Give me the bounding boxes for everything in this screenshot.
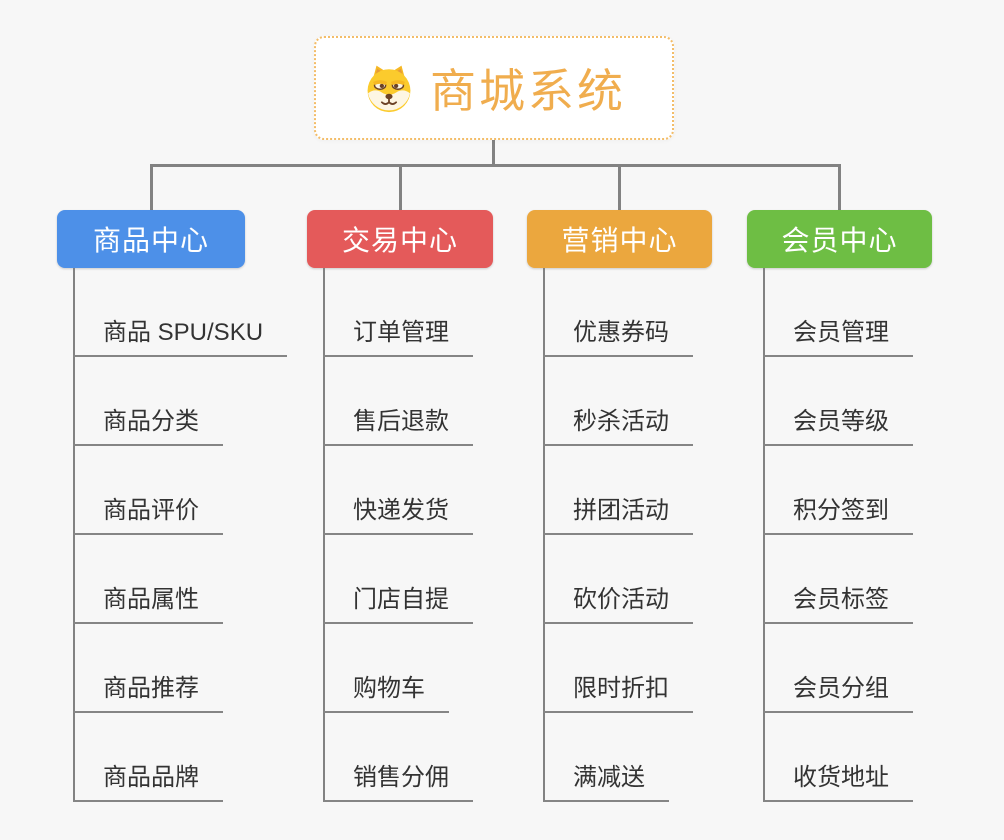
leaf-node[interactable]: 限时折扣 <box>543 674 693 713</box>
leaf-node[interactable]: 商品分类 <box>73 407 223 446</box>
leaf-node[interactable]: 会员等级 <box>763 407 913 446</box>
leaf-node[interactable]: 会员管理 <box>763 318 913 357</box>
leaf-node[interactable]: 快递发货 <box>323 496 473 535</box>
branch-node-trade-center[interactable]: 交易中心 <box>307 210 493 268</box>
leaf-node[interactable]: 拼团活动 <box>543 496 693 535</box>
leaf-node[interactable]: 会员标签 <box>763 585 913 624</box>
root-node[interactable]: 商城系统 <box>314 36 674 140</box>
connector-trunk-trade-center <box>323 268 325 802</box>
leaf-node[interactable]: 砍价活动 <box>543 585 693 624</box>
leaf-node[interactable]: 秒杀活动 <box>543 407 693 446</box>
connector-drop-marketing-center <box>617 164 621 212</box>
leaf-node[interactable]: 优惠券码 <box>543 318 693 357</box>
connector-drop-product-center <box>149 164 153 212</box>
branch-label: 商品中心 <box>92 225 209 256</box>
leaf-node[interactable]: 购物车 <box>323 674 449 713</box>
branch-label: 营销中心 <box>561 225 678 256</box>
leaf-node[interactable]: 满减送 <box>543 763 669 802</box>
branch-node-member-center[interactable]: 会员中心 <box>747 210 932 268</box>
leaf-node[interactable]: 商品评价 <box>73 496 223 535</box>
leaf-node[interactable]: 销售分佣 <box>323 763 473 802</box>
root-label: 商城系统 <box>430 65 626 117</box>
leaf-node[interactable]: 商品属性 <box>73 585 223 624</box>
leaf-node[interactable]: 积分签到 <box>763 496 913 535</box>
branch-node-product-center[interactable]: 商品中心 <box>57 210 245 268</box>
connector-trunk-member-center <box>763 268 765 802</box>
leaf-node[interactable]: 售后退款 <box>323 407 473 446</box>
connector-root-stub <box>492 140 495 167</box>
connector-bus <box>150 164 839 167</box>
branch-label: 交易中心 <box>341 225 458 256</box>
leaf-node[interactable]: 商品品牌 <box>73 763 223 802</box>
leaf-node[interactable]: 订单管理 <box>323 318 473 357</box>
connector-trunk-product-center <box>73 268 75 802</box>
leaf-node[interactable]: 商品 SPU/SKU <box>73 318 288 357</box>
branch-label: 会员中心 <box>781 225 898 256</box>
leaf-node[interactable]: 门店自提 <box>323 585 473 624</box>
leaf-node[interactable]: 收货地址 <box>763 763 913 802</box>
connector-drop-member-center <box>837 164 841 212</box>
branch-node-marketing-center[interactable]: 营销中心 <box>527 210 712 268</box>
connector-trunk-marketing-center <box>543 268 545 802</box>
dog-face-icon <box>362 63 416 113</box>
leaf-node[interactable]: 会员分组 <box>763 674 913 713</box>
leaf-node[interactable]: 商品推荐 <box>73 674 223 713</box>
connector-drop-trade-center <box>398 164 402 212</box>
